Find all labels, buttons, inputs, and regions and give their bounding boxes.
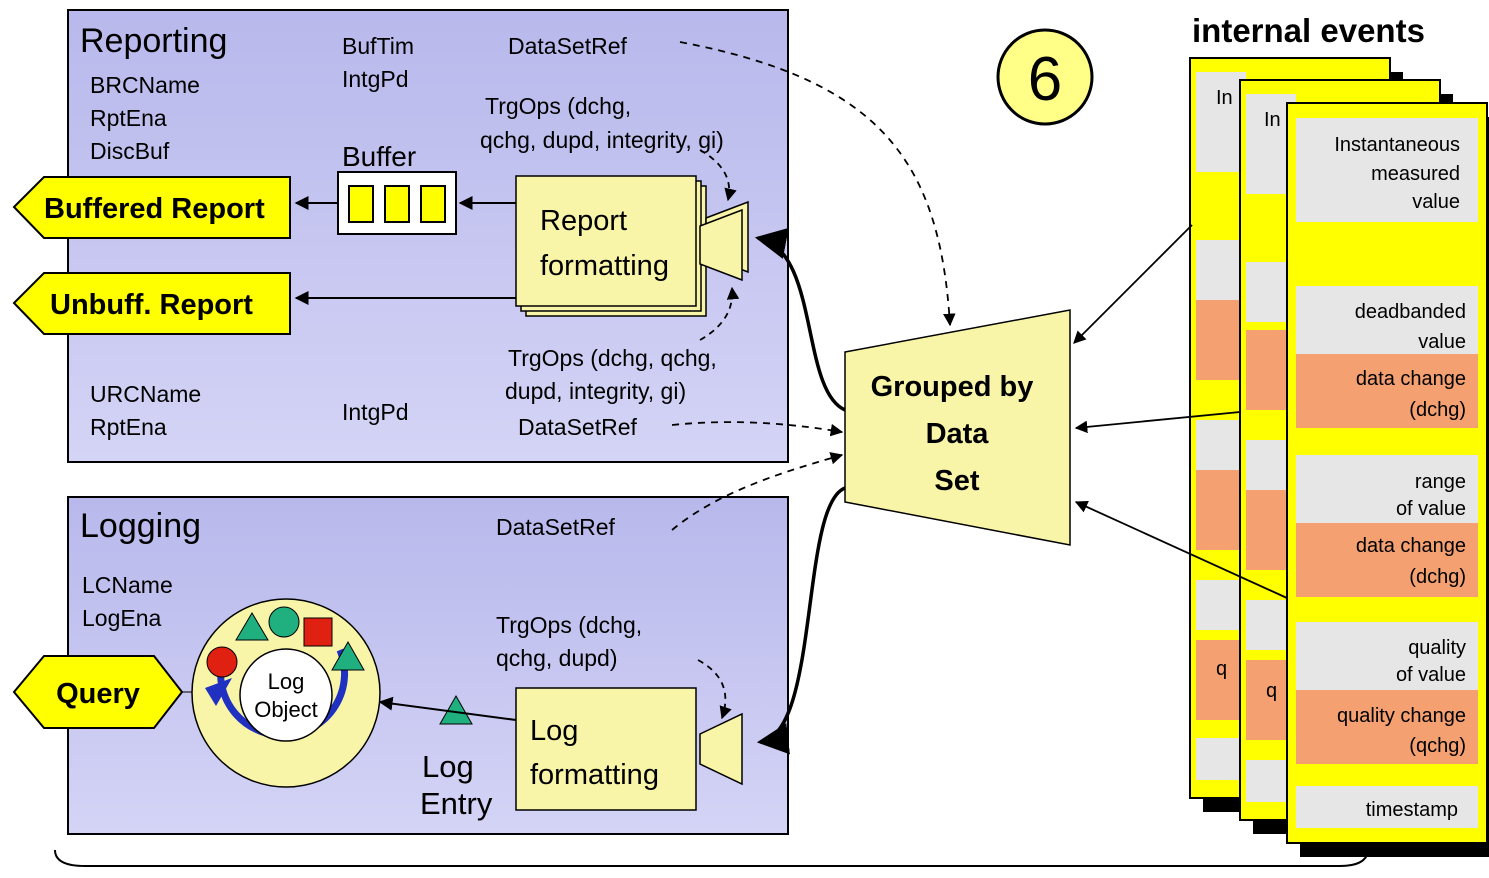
urc-attr: RptEna — [90, 414, 167, 440]
logging-dataset-ref: DataSetRef — [496, 514, 616, 540]
event-text: of value — [1396, 498, 1466, 520]
trgops-top: TrgOps (dchg, — [485, 93, 631, 119]
buffer-label: Buffer — [342, 141, 416, 172]
event-text: (qchg) — [1409, 735, 1466, 757]
event-text: measured — [1371, 163, 1460, 185]
event-cell-dchg — [1296, 354, 1478, 428]
log-entry-marker — [331, 640, 365, 671]
report-formatting-label: Report — [540, 205, 627, 237]
reporting-title: Reporting — [80, 22, 227, 60]
cycle-arrowhead — [205, 678, 232, 706]
event-card-back-label: In — [1216, 87, 1233, 109]
log-formatting-label: Log — [530, 715, 578, 747]
logging-trgops: qchg, dupd) — [496, 645, 617, 671]
logging-title: Logging — [80, 507, 201, 545]
step-number: 6 — [1028, 45, 1062, 114]
grouped-label: Data — [926, 418, 990, 450]
event-text: (dchg) — [1409, 566, 1466, 588]
event-text: value — [1418, 331, 1466, 353]
event-cell-dchg — [1296, 523, 1478, 597]
report-formatting-box: Report formatting — [515, 175, 707, 317]
query-label: Query — [56, 678, 140, 710]
logging-panel: Logging DataSetRef LCName LogEna TrgOps … — [67, 496, 789, 835]
query-tag: Query — [12, 655, 184, 729]
grouped-label: Set — [934, 465, 979, 497]
bottom-brace — [54, 849, 1369, 867]
log-object-label: Object — [254, 697, 318, 722]
buffer-box — [337, 171, 457, 235]
step-number-badge: 6 — [996, 28, 1094, 126]
buffer-slot — [420, 185, 446, 223]
log-formatting-box: Log formatting — [515, 687, 697, 811]
event-text: Instantaneous — [1334, 134, 1460, 156]
trgops-bottom: dupd, integrity, gi) — [505, 378, 686, 404]
unbuffered-report-tag: Unbuff. Report — [12, 272, 291, 335]
brc-attr: RptEna — [90, 105, 167, 131]
logging-attr: LCName — [82, 572, 173, 598]
trgops-bottom: TrgOps (dchg, qchg, — [508, 345, 717, 371]
event-text: of value — [1396, 664, 1466, 686]
event-text: deadbanded — [1355, 301, 1466, 323]
event-card-front: Instantaneous measured value deadbanded … — [1286, 102, 1489, 857]
event-text: value — [1412, 191, 1460, 213]
log-entry-marker — [303, 617, 333, 647]
event-cell-qchg — [1296, 690, 1478, 764]
internal-events-title: internal events — [1192, 12, 1425, 49]
buffered-report-tag: Buffered Report — [12, 176, 291, 239]
event-text: quality — [1408, 637, 1466, 659]
log-entry-label: Log — [422, 749, 474, 784]
event-text: range — [1415, 471, 1466, 493]
buffer-slot — [384, 185, 410, 223]
report-input-trapezoid — [699, 208, 743, 282]
grouped-by-dataset: Grouped by Data Set — [844, 309, 1071, 546]
log-entry-marker — [206, 646, 238, 678]
event-text: quality change — [1337, 705, 1466, 727]
report-formatting-label: formatting — [540, 250, 669, 282]
event-cell-timestamp — [1296, 786, 1478, 828]
log-entry-marker — [235, 612, 269, 641]
urc-attr: URCName — [90, 381, 201, 407]
log-entry-label: Entry — [420, 786, 493, 821]
event-text: data change — [1356, 368, 1466, 390]
event-cell-deadbanded — [1296, 286, 1478, 354]
log-object-label: Log — [268, 669, 305, 694]
brc-attr: BRCName — [90, 72, 200, 98]
event-card-middle-label: In — [1264, 109, 1281, 131]
urc-intgpd: IntgPd — [342, 399, 409, 425]
grouped-label: Grouped by — [871, 371, 1034, 403]
log-formatting-label: formatting — [530, 759, 659, 791]
event-card-back-label: q — [1216, 658, 1227, 680]
brc-attr: DiscBuf — [90, 138, 170, 164]
trgops-top: qchg, dupd, integrity, gi) — [480, 127, 724, 153]
dataset-ref-top: DataSetRef — [508, 33, 628, 59]
buf-attr: IntgPd — [342, 66, 409, 92]
event-cell-range — [1296, 455, 1478, 523]
dataset-ref-bottom: DataSetRef — [518, 414, 638, 440]
logging-trgops: TrgOps (dchg, — [496, 612, 642, 638]
logging-attr: LogEna — [82, 605, 162, 631]
log-input-trapezoid — [699, 712, 743, 786]
log-object: Log Object — [191, 598, 381, 788]
event-card-middle-label: q — [1266, 680, 1277, 702]
event-cell-instantaneous — [1296, 118, 1478, 222]
buf-attr: BufTim — [342, 33, 414, 59]
event-text: data change — [1356, 535, 1466, 557]
buffer-slot — [348, 185, 374, 223]
unbuffered-report-label: Unbuff. Report — [50, 289, 253, 321]
event-text: timestamp — [1366, 799, 1458, 821]
log-entry-marker — [268, 606, 300, 638]
event-cell-quality — [1296, 622, 1478, 690]
buffered-report-label: Buffered Report — [44, 193, 265, 225]
event-text: (dchg) — [1409, 399, 1466, 421]
